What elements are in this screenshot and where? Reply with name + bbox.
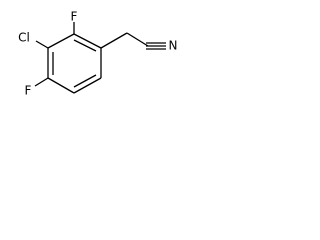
- ring-bond-1: [73, 33, 102, 49]
- ring-bond-4: [47, 77, 75, 94]
- benzene-ring: [47, 33, 102, 94]
- bond-c-f-bottom: [34, 77, 49, 87]
- chemical-structure: F Cl F N: [18, 10, 178, 98]
- nitrile-triple-bond: [146, 42, 166, 50]
- ring-bond-5: [73, 77, 102, 94]
- ring-bond-2: [47, 33, 75, 49]
- bond-c-cl: [35, 40, 49, 49]
- atom-label-cl: Cl: [18, 31, 30, 45]
- ring-double-bond-inner-1: [73, 39, 97, 52]
- atom-label-n: N: [169, 39, 178, 53]
- bond-ch2-cn: [126, 32, 149, 47]
- atom-label-f-bottom: F: [25, 84, 32, 98]
- atom-label-f-top: F: [71, 10, 78, 24]
- bond-c-ch2: [100, 32, 128, 49]
- ring-double-bond-inner-3: [73, 74, 97, 88]
